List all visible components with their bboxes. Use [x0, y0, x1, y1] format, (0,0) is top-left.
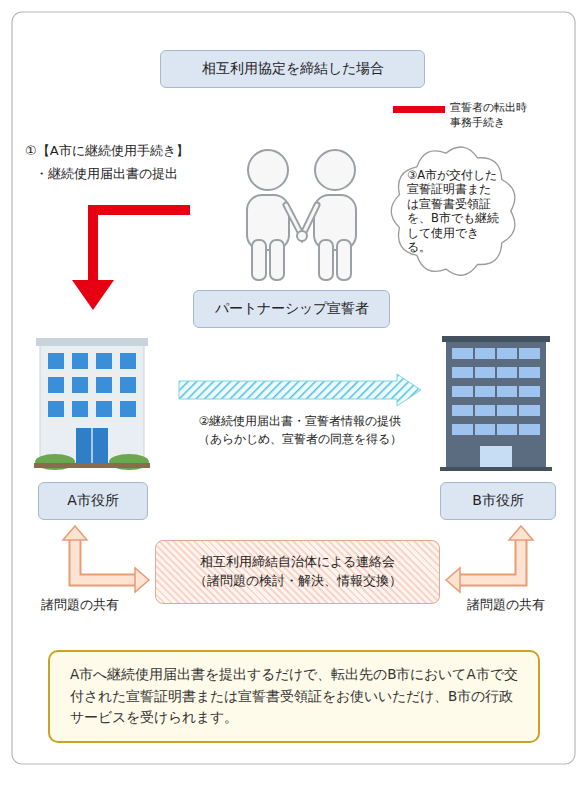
building-roof — [36, 338, 148, 346]
arrow-head — [446, 568, 460, 592]
person-group: パートナーシップ宣誓者 — [190, 140, 395, 328]
procedure-arrow — [72, 210, 190, 310]
arrow-head — [63, 526, 87, 540]
summary-note: A市へ継続使用届出書を提出するだけで、転出先のB市においてA市で交付された宣誓証… — [48, 650, 540, 743]
node-text: ③A市が交付した宣誓証明書または宣誓書受領証を、B市でも継続して使用できる。 — [407, 168, 501, 284]
building-window — [120, 377, 136, 393]
building-door — [480, 446, 512, 468]
arrow-shaft — [459, 539, 521, 580]
hatched-arrow — [179, 374, 421, 406]
cloud-callout: ③A市が交付した宣誓証明書または宣誓書受領証を、B市でも継続して使用できる。 — [383, 138, 525, 284]
building-roof — [442, 336, 550, 342]
name-label: パートナーシップ宣誓者 — [193, 290, 390, 328]
building-window — [72, 377, 88, 393]
step-note: ①【A市に継続使用手続き】 — [25, 142, 189, 160]
people-illustration — [247, 150, 356, 280]
ground — [34, 463, 150, 468]
building-window — [120, 401, 136, 417]
ground — [440, 467, 552, 471]
door-split — [91, 428, 93, 463]
building-door — [76, 428, 108, 463]
data-transfer-arrow — [179, 374, 421, 406]
sharing-arrow — [446, 526, 533, 592]
building-window — [72, 353, 88, 369]
city-hall-b-illustration — [440, 336, 552, 471]
building-window — [72, 401, 88, 417]
sharing-arrow — [63, 526, 149, 592]
liaison-box: 相互利用締結自治体による連絡会 （諸問題の検討・解決、情報交換） — [155, 540, 440, 604]
building-window — [48, 377, 64, 393]
person-leg — [337, 240, 351, 280]
arrow-head — [135, 568, 149, 592]
window-mullion — [517, 348, 519, 441]
edge-label: 諸問題の共有 — [467, 596, 545, 615]
edge-label: ②継続使用届出書・宣誓者情報の提供 （あらかじめ、宣誓者の同意を得る） — [165, 412, 435, 448]
person-leg — [270, 240, 284, 280]
outer-frame — [12, 12, 575, 764]
node-text: 相互利用締結自治体による連絡会 （諸問題の検討・解決、情報交換） — [168, 553, 427, 591]
cloud-shape — [391, 147, 515, 275]
arrow-shaft-outline — [459, 539, 521, 580]
person-leg — [252, 240, 266, 280]
person-head — [248, 150, 288, 190]
person-head — [315, 150, 355, 190]
joined-hands — [297, 231, 307, 241]
building-window — [48, 401, 64, 417]
city-hall-a: A市役所 — [32, 310, 154, 520]
arrow-shaft — [93, 210, 190, 282]
person-leg — [319, 240, 333, 280]
name-label: A市役所 — [38, 482, 148, 520]
city-hall-b: B市役所 — [436, 310, 560, 520]
arrow-head — [72, 280, 114, 310]
building-body — [446, 340, 546, 468]
building-window — [96, 401, 112, 417]
name-label: B市役所 — [440, 482, 556, 520]
window-mullion — [473, 348, 475, 441]
building-window — [96, 353, 112, 369]
building-window — [120, 353, 136, 369]
arrow-shaft — [75, 539, 136, 580]
step-note: ・継続使用届出書の提出 — [35, 166, 178, 183]
arrow-head — [509, 526, 533, 540]
legend-text: 宣誓者の転出時 事務手続き — [450, 101, 560, 131]
arrow-shaft-outline — [75, 539, 136, 580]
building-window — [48, 353, 64, 369]
window-mullion — [495, 348, 497, 441]
node-text: A市へ継続使用届出書を提出するだけで、転出先のB市においてA市で交付された宣誓証… — [70, 664, 518, 729]
building-body — [40, 343, 144, 463]
city-hall-a-illustration — [34, 338, 150, 470]
building-window — [96, 377, 112, 393]
diagram-title: 相互利用協定を締結した場合 — [160, 50, 425, 88]
edge-label: 諸問題の共有 — [41, 596, 119, 615]
legend-line-sample — [393, 106, 445, 113]
